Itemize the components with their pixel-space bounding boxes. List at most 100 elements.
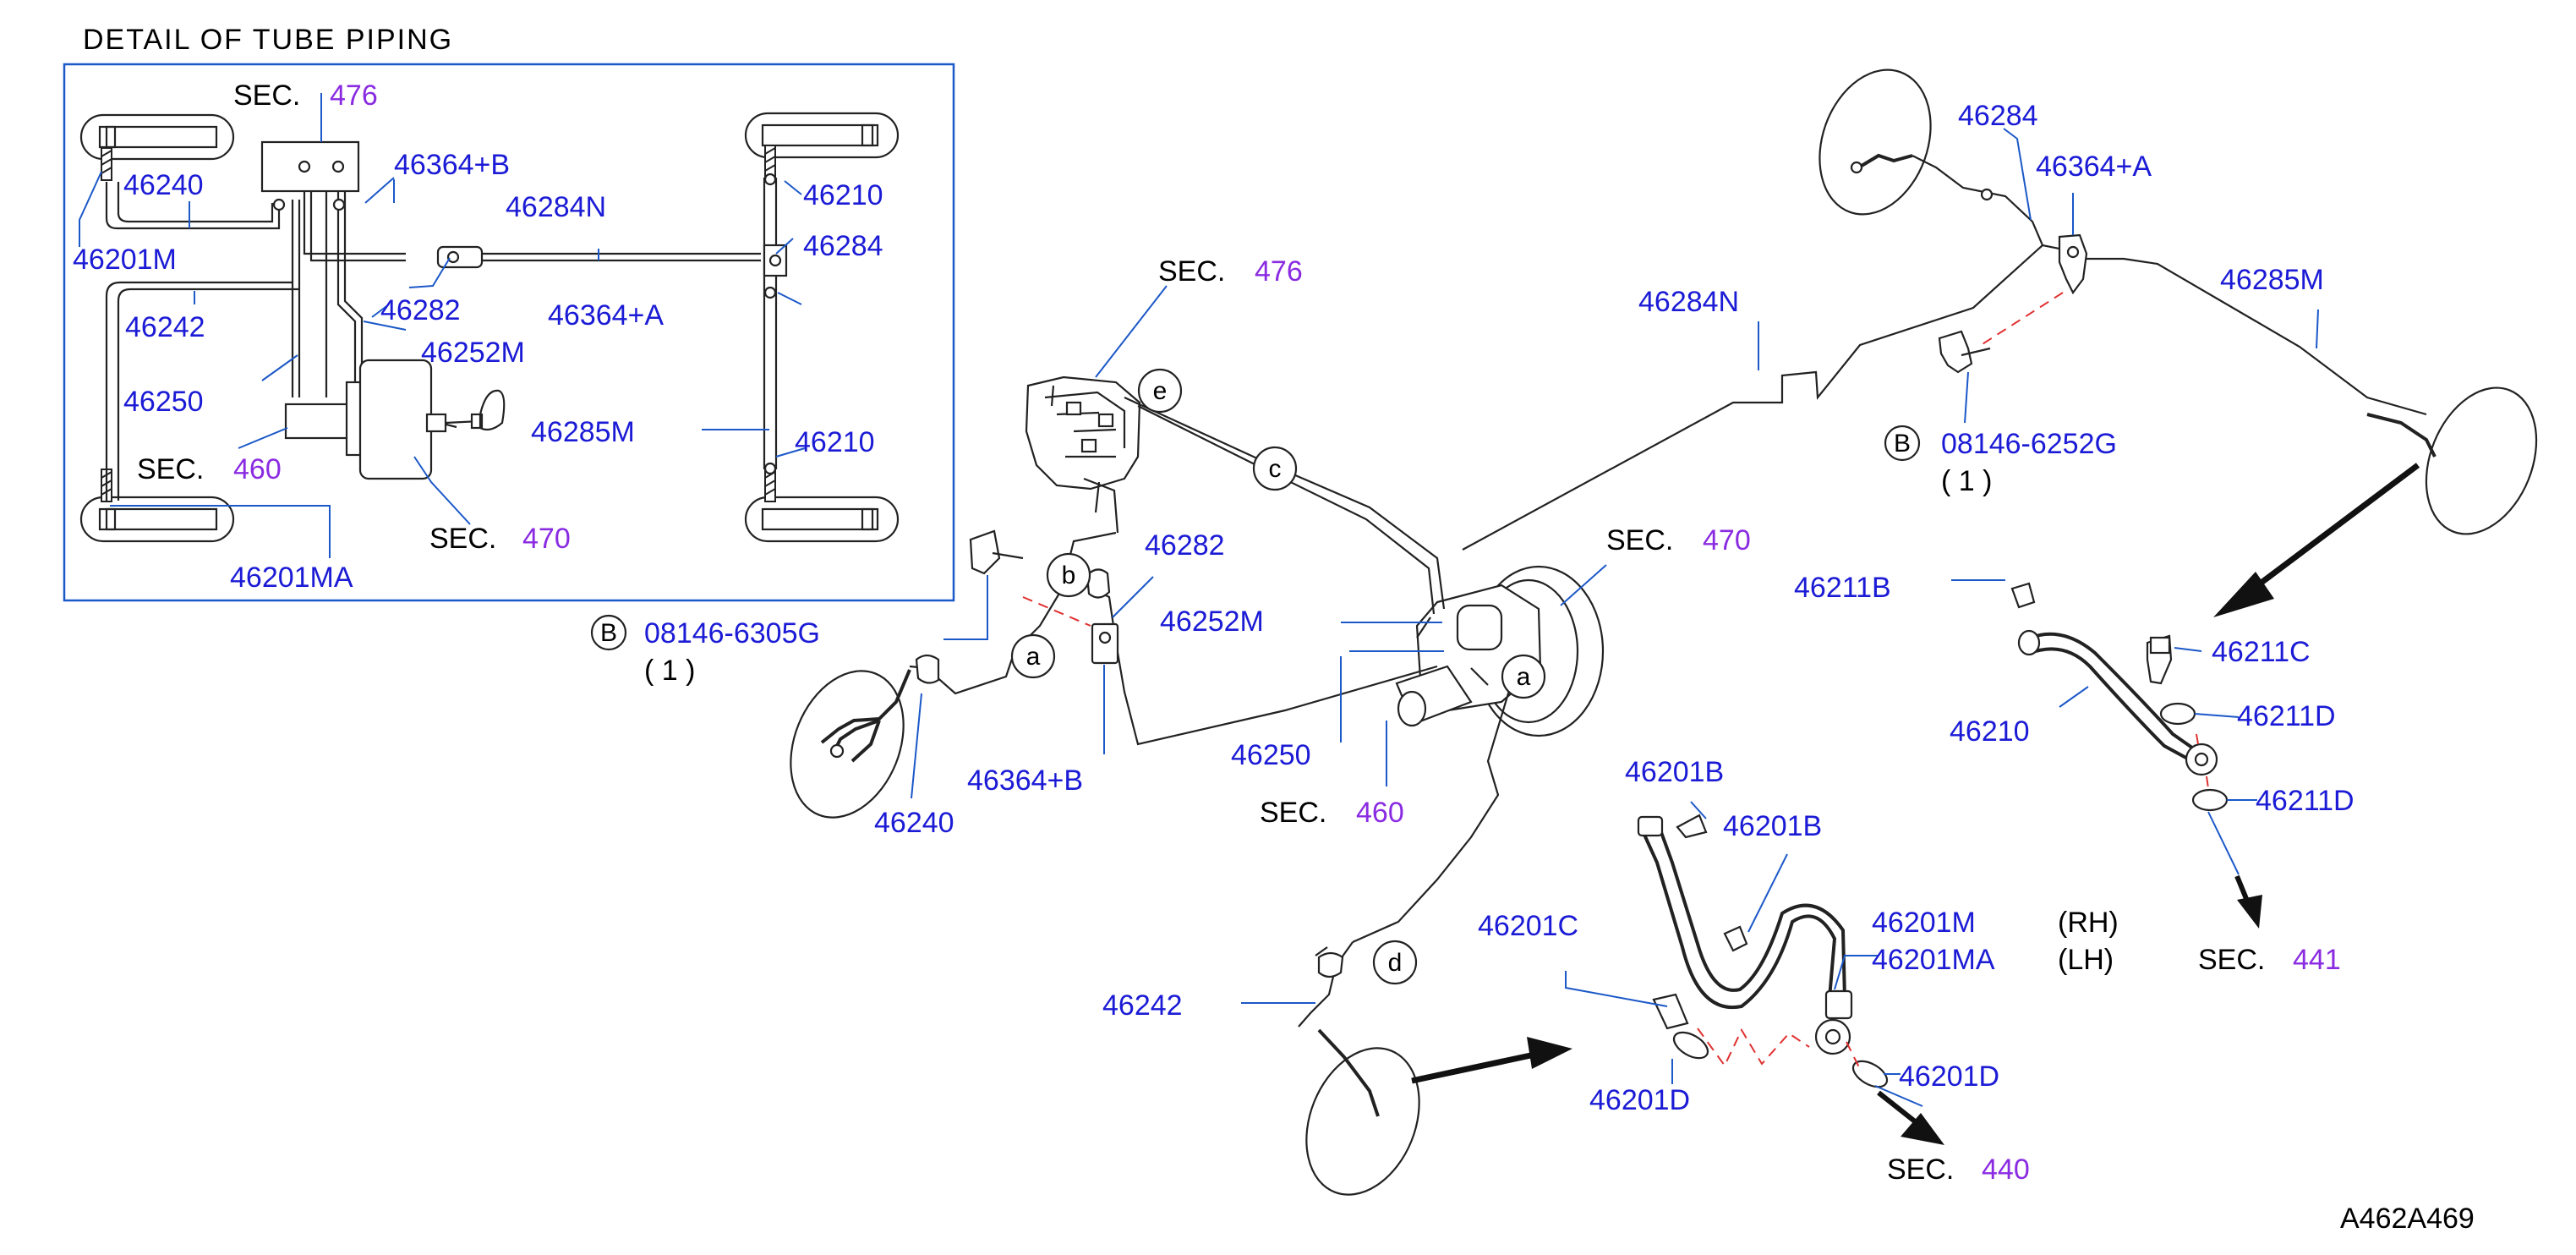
wheel-front-right xyxy=(744,112,900,159)
inset-brake-booster xyxy=(358,359,433,480)
booster-master-cylinder xyxy=(1395,565,1605,737)
sec-number-476: 476 xyxy=(1255,255,1303,288)
inset-sec-label-470: SEC. xyxy=(429,523,496,555)
inset-label-46242: 46242 xyxy=(125,311,205,343)
sec-number-460: 460 xyxy=(1356,797,1404,829)
inset-sec-label-460: SEC. xyxy=(137,453,204,485)
sec-label-441: SEC. xyxy=(2198,944,2265,976)
connection-a-right-label: a xyxy=(1517,663,1531,691)
label-46252m: 46252M xyxy=(1160,606,1264,638)
label-46282: 46282 xyxy=(1145,529,1225,562)
connection-e-label: e xyxy=(1153,377,1168,405)
inset-label-46201ma: 46201MA xyxy=(230,562,353,594)
clip-46201b-upper xyxy=(1676,814,1708,839)
connection-b-label: b xyxy=(1062,562,1076,589)
connection-a-left-circle xyxy=(1010,633,1056,679)
label-46201m: 46201M xyxy=(1872,907,1976,939)
inset-tubes xyxy=(105,178,778,501)
disc-rear-left xyxy=(1305,1047,1420,1196)
hose-46201-assembly xyxy=(1637,814,1889,1088)
bolt-b1-number: 08146-6305G xyxy=(644,617,820,649)
inset-label-46240: 46240 xyxy=(123,169,204,201)
inset-label-46285m: 46285M xyxy=(531,416,635,448)
wheel-rear-right xyxy=(744,496,900,543)
connection-d-label: d xyxy=(1388,949,1403,977)
wheel-rear-left xyxy=(79,496,235,543)
label-46284: 46284 xyxy=(1958,100,2038,132)
main-leaders xyxy=(911,128,2319,1107)
sec-number-470: 470 xyxy=(1703,524,1751,556)
connection-e-circle xyxy=(1137,368,1183,414)
label-46201b-lower: 46201B xyxy=(1723,810,1822,842)
sec-number-441: 441 xyxy=(2293,944,2341,976)
label-46211d-upper: 46211D xyxy=(2237,700,2336,732)
label-46211c: 46211C xyxy=(2212,636,2311,668)
sec-label-460: SEC. xyxy=(1260,797,1326,829)
sec-label-476: SEC. xyxy=(1158,255,1225,288)
master-cylinder-reservoir xyxy=(1456,604,1503,651)
detail-inset: DETAIL OF TUBE PIPING xyxy=(63,24,955,602)
abs-actuator xyxy=(1025,375,1141,534)
washer-46211d-upper xyxy=(2159,702,2196,726)
label-46284n: 46284N xyxy=(1638,286,1739,318)
label-46285m: 46285M xyxy=(2220,264,2324,296)
label-46364a: 46364+A xyxy=(2036,151,2152,183)
washer-46201d-right xyxy=(1851,1060,1889,1088)
inset-connector-46364b xyxy=(436,245,484,269)
junction-46364a xyxy=(1938,233,2088,374)
diagram-code: A462A469 xyxy=(2340,1203,2475,1235)
inset-sec-number-476: 476 xyxy=(330,79,378,112)
main-tubes xyxy=(820,155,2437,1117)
bolt-08146-6252g xyxy=(1938,330,1973,374)
label-46211d-lower: 46211D xyxy=(2256,785,2354,817)
main-labels: SEC. 476 46284 46364+A 46285M 46284N B 0… xyxy=(590,100,2475,1235)
label-rh: (RH) xyxy=(2058,907,2119,939)
inset-sec-number-470: 470 xyxy=(522,523,571,555)
inset-label-46210-top: 46210 xyxy=(803,179,883,211)
front-left-hose xyxy=(829,654,940,763)
inset-label-46250: 46250 xyxy=(123,386,204,418)
wheel-front-left xyxy=(79,113,235,161)
clip-46201b-lower xyxy=(1723,925,1748,952)
flow-arrows xyxy=(1411,463,2420,1145)
inset-master-cylinder xyxy=(284,403,357,440)
bolt-b1-circle xyxy=(590,614,627,651)
label-46240: 46240 xyxy=(874,807,954,839)
inset-label-46284: 46284 xyxy=(803,230,883,262)
inset-sec-number-460: 460 xyxy=(233,453,282,485)
label-46201d-left: 46201D xyxy=(1589,1084,1690,1116)
wheel-discs xyxy=(790,69,2538,1196)
bolt-b2-circle xyxy=(1884,425,1921,462)
inset-leaders xyxy=(79,93,806,558)
connection-c-label: c xyxy=(1269,455,1282,483)
label-46201d-right: 46201D xyxy=(1899,1060,1999,1093)
bolt-b2-number: 08146-6252G xyxy=(1941,428,2117,460)
label-46364b: 46364+B xyxy=(967,765,1083,797)
connection-c-circle xyxy=(1252,446,1298,491)
inset-labels: SEC. 476 46240 46364+B 46284N 46201M 462… xyxy=(73,79,883,594)
hose-46210-assembly xyxy=(2010,582,2229,812)
inset-label-46282: 46282 xyxy=(380,294,461,326)
bolt-08146-6305g xyxy=(969,529,1001,575)
connection-letters: e c b a a d xyxy=(1010,368,1546,985)
inset-label-46210-bottom: 46210 xyxy=(795,426,875,458)
label-46201c: 46201C xyxy=(1478,910,1578,942)
connection-a-right-circle xyxy=(1501,654,1546,699)
label-46211b: 46211B xyxy=(1794,572,1891,604)
front-right-hose xyxy=(1850,153,1994,201)
bolt-46201c xyxy=(1652,993,1689,1030)
grommet-46282 xyxy=(1086,568,1111,599)
bolt-b1-letter: B xyxy=(600,619,617,647)
detail-frame xyxy=(63,63,955,602)
bolt-b1-qty: ( 1 ) xyxy=(644,655,695,687)
label-46201ma: 46201MA xyxy=(1872,944,1995,976)
inset-label-46252m: 46252M xyxy=(421,337,525,369)
label-46242: 46242 xyxy=(1102,989,1183,1022)
sec-label-470: SEC. xyxy=(1606,524,1673,556)
label-46250: 46250 xyxy=(1231,739,1311,771)
inset-label-46284n: 46284N xyxy=(506,191,606,223)
rear-left-fitting xyxy=(1315,946,1344,978)
disc-rear-right xyxy=(2425,386,2538,535)
label-46201b-upper: 46201B xyxy=(1625,756,1724,788)
